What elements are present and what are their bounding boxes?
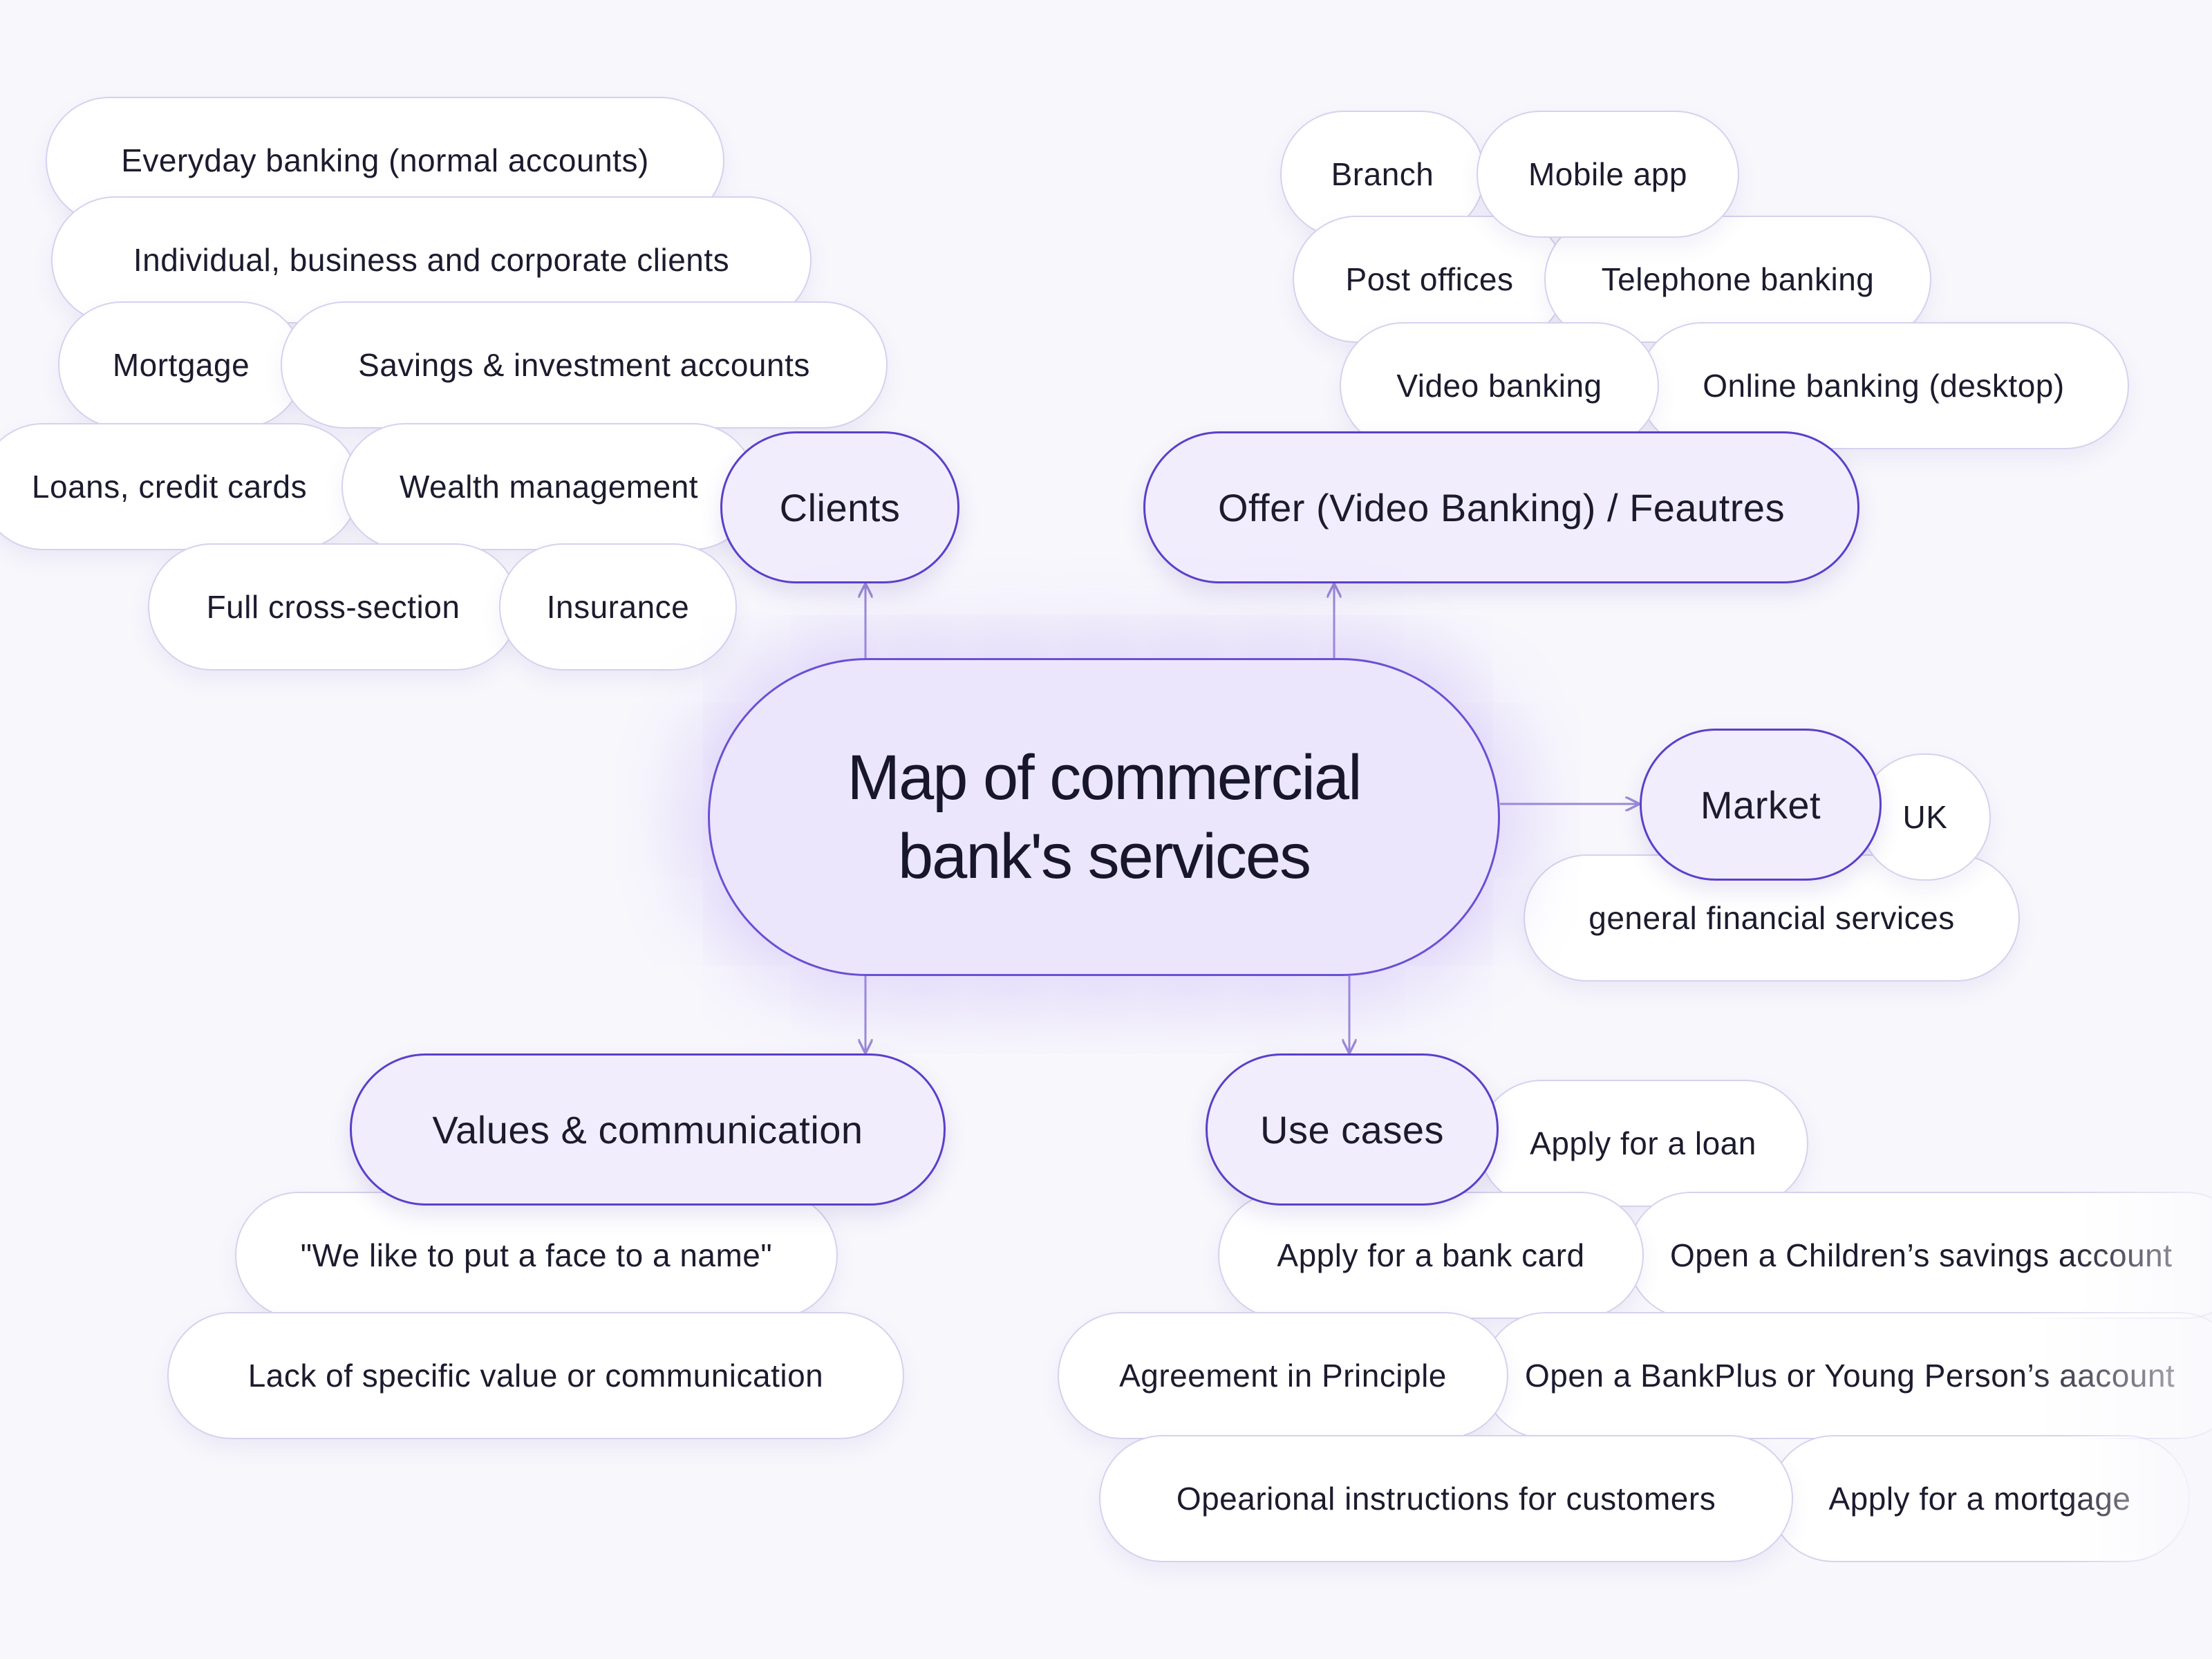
category-use-cases[interactable]: Use cases	[1206, 1053, 1499, 1206]
values-item-face-to-name[interactable]: "We like to put a face to a name"	[235, 1192, 838, 1319]
offer-item-mobile-app[interactable]: Mobile app	[1477, 111, 1739, 238]
use-case-apply-for-bank-card[interactable]: Apply for a bank card	[1218, 1192, 1644, 1319]
category-market[interactable]: Market	[1640, 729, 1882, 881]
use-case-open-childrens-savings[interactable]: Open a Children’s savings account	[1627, 1192, 2212, 1319]
central-topic-title: Map of commercial bank's services	[847, 742, 1362, 892]
use-case-operational-instructions[interactable]: Opearional instructions for customers	[1099, 1435, 1793, 1562]
offer-item-post-offices[interactable]: Post offices	[1293, 216, 1566, 343]
offer-item-online-banking[interactable]: Online banking (desktop)	[1638, 322, 2129, 449]
use-case-agreement-in-principle[interactable]: Agreement in Principle	[1058, 1312, 1508, 1439]
category-offer[interactable]: Offer (Video Banking) / Feautres	[1143, 431, 1859, 583]
use-case-apply-for-loan[interactable]: Apply for a loan	[1478, 1080, 1808, 1207]
clients-item-loans-credit-cards[interactable]: Loans, credit cards	[0, 423, 359, 550]
category-values-communication[interactable]: Values & communication	[350, 1053, 946, 1206]
offer-item-video-banking[interactable]: Video banking	[1340, 322, 1659, 449]
values-item-lack-of-value[interactable]: Lack of specific value or communication	[167, 1312, 904, 1439]
clients-item-full-cross-section[interactable]: Full cross-section	[148, 543, 518, 671]
category-clients[interactable]: Clients	[720, 431, 959, 583]
clients-item-wealth-management[interactable]: Wealth management	[341, 423, 756, 550]
market-item-uk[interactable]: UK	[1859, 753, 1991, 881]
clients-item-mortgage[interactable]: Mortgage	[58, 301, 304, 429]
clients-item-insurance[interactable]: Insurance	[499, 543, 737, 671]
use-case-open-bankplus[interactable]: Open a BankPlus or Young Person’s aacoun…	[1482, 1312, 2212, 1439]
use-case-apply-for-mortgage[interactable]: Apply for a mortgage	[1770, 1435, 2190, 1562]
clients-item-savings-investment[interactable]: Savings & investment accounts	[281, 301, 888, 429]
central-topic-node[interactable]: Map of commercial bank's services	[708, 658, 1500, 976]
